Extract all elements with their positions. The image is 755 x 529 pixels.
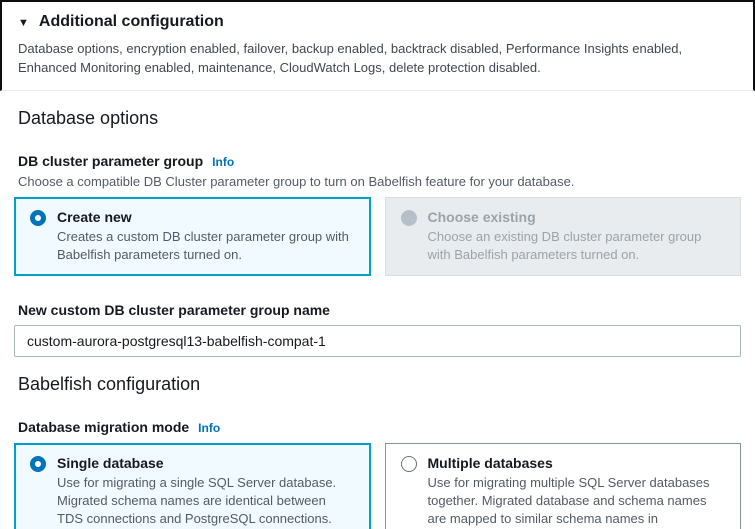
- panel-content: Database options DB cluster parameter gr…: [0, 108, 755, 529]
- param-group-label: DB cluster parameter group: [18, 153, 204, 169]
- migration-mode-label: Database migration mode: [18, 419, 190, 435]
- option-title: Single database: [57, 455, 164, 471]
- option-title: Choose existing: [427, 209, 536, 225]
- option-card-single-database[interactable]: Single database Use for migrating a sing…: [14, 443, 371, 529]
- accordion-header: ▼ Additional configuration Database opti…: [0, 0, 755, 91]
- option-card-body: Multiple databases Use for migrating mul…: [428, 455, 726, 529]
- radio-unchecked-icon[interactable]: [400, 456, 417, 472]
- migration-mode-info-link[interactable]: Info: [198, 421, 221, 435]
- accordion-toggle[interactable]: ▼ Additional configuration: [18, 13, 737, 31]
- option-description: Choose an existing DB cluster parameter …: [427, 229, 702, 262]
- option-card-multiple-databases[interactable]: Multiple databases Use for migrating mul…: [384, 443, 741, 529]
- option-card-body: Choose existing Choose an existing DB cl…: [428, 209, 726, 264]
- option-description: Creates a custom DB cluster parameter gr…: [57, 229, 349, 262]
- radio-checked-icon[interactable]: [30, 456, 46, 472]
- param-group-name-label: New custom DB cluster parameter group na…: [18, 302, 330, 318]
- option-title: Create new: [57, 209, 132, 225]
- param-group-name-input[interactable]: [14, 325, 741, 357]
- radio-disabled-icon: [400, 210, 417, 226]
- option-card-create-new[interactable]: Create new Creates a custom DB cluster p…: [14, 197, 371, 276]
- section-heading-database-options: Database options: [18, 108, 159, 128]
- migration-mode-options: Single database Use for migrating a sing…: [14, 443, 741, 529]
- option-description: Use for migrating multiple SQL Server da…: [427, 475, 710, 526]
- option-title: Multiple databases: [427, 455, 553, 471]
- accordion-title: Additional configuration: [38, 13, 224, 30]
- option-card-body: Single database Use for migrating a sing…: [57, 455, 355, 528]
- param-group-info-link[interactable]: Info: [212, 155, 235, 169]
- param-group-description: Choose a compatible DB Cluster parameter…: [18, 174, 575, 189]
- option-card-body: Create new Creates a custom DB cluster p…: [57, 209, 355, 264]
- option-card-choose-existing: Choose existing Choose an existing DB cl…: [384, 197, 741, 276]
- radio-checked-icon[interactable]: [30, 210, 46, 226]
- caret-down-icon[interactable]: ▼: [18, 16, 29, 29]
- accordion-summary: Database options, encryption enabled, fa…: [18, 41, 683, 75]
- param-group-options: Create new Creates a custom DB cluster p…: [14, 197, 741, 276]
- section-heading-babelfish-configuration: Babelfish configuration: [18, 374, 201, 394]
- option-description: Use for migrating a single SQL Server da…: [57, 475, 337, 526]
